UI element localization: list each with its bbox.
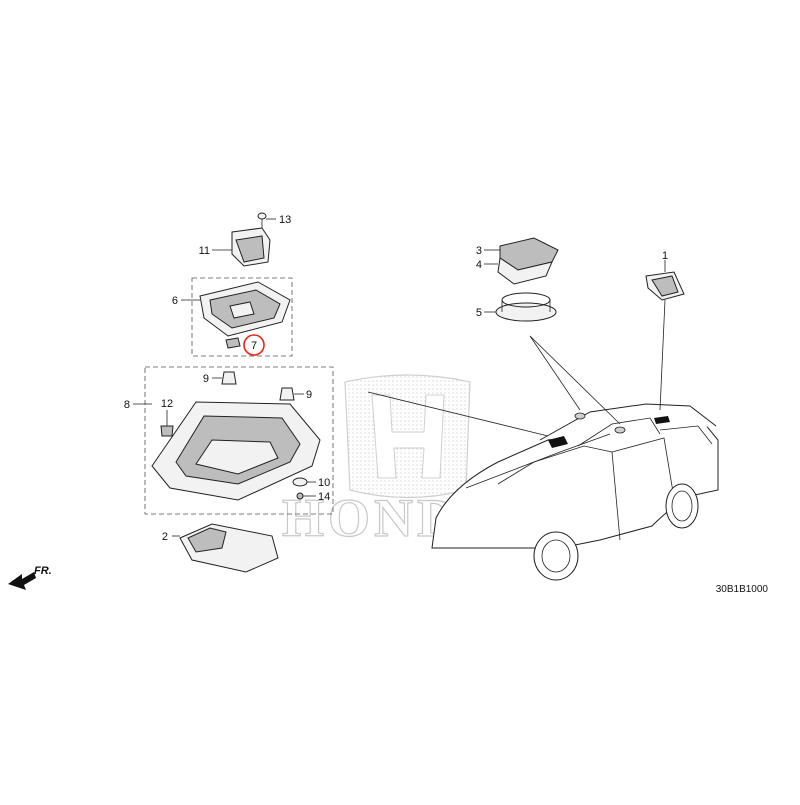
part-14-screw — [296, 492, 316, 500]
part-9-clip-right — [279, 387, 304, 401]
callout-4: 4 — [476, 259, 482, 271]
highlight-circle-part-7 — [243, 334, 265, 356]
part-7-clip — [225, 337, 241, 349]
callout-6: 6 — [172, 295, 178, 307]
part-9-clip-upper — [212, 371, 237, 385]
part-12-bolt — [160, 410, 174, 437]
callout-12: 12 — [161, 398, 173, 410]
callout-3: 3 — [476, 245, 482, 257]
callout-9-right: 9 — [306, 389, 312, 401]
diagram-code: 30B1B1000 — [716, 584, 769, 595]
front-direction-indicator: FR. — [8, 565, 52, 590]
leader-sensor-right — [529, 335, 621, 425]
group-box-6 — [191, 277, 293, 357]
part-10-grommet — [292, 477, 316, 487]
part-4-sensor-lower — [484, 257, 553, 285]
honda-h-emblem-icon — [344, 374, 471, 499]
part-11-module — [212, 227, 271, 267]
callout-1: 1 — [662, 250, 668, 262]
leader-sensor-left — [529, 335, 581, 411]
callout-13: 13 — [279, 214, 291, 226]
callout-7: 7 — [251, 340, 257, 352]
callout-2: 2 — [162, 531, 168, 543]
callout-8: 8 — [124, 399, 130, 411]
part-6-console-unit — [181, 281, 291, 337]
group-box-8 — [144, 366, 334, 515]
part-8-console-housing — [133, 401, 321, 501]
front-arrow-icon — [8, 572, 36, 590]
car-illustration — [431, 403, 719, 581]
callout-9-upper: 9 — [203, 373, 209, 385]
part-5-ring — [484, 292, 557, 322]
honda-logo-watermark: HONDA — [281, 374, 500, 549]
callout-14: 14 — [318, 491, 330, 503]
callout-11: 11 — [199, 245, 210, 257]
callout-5: 5 — [476, 307, 482, 319]
part-2-lamp — [172, 523, 279, 573]
part-1-sensor — [645, 260, 685, 301]
callout-10: 10 — [318, 477, 330, 489]
leader-overhead-console — [367, 391, 549, 437]
direction-label: FR. — [34, 565, 52, 577]
leader-part-1 — [659, 299, 666, 411]
